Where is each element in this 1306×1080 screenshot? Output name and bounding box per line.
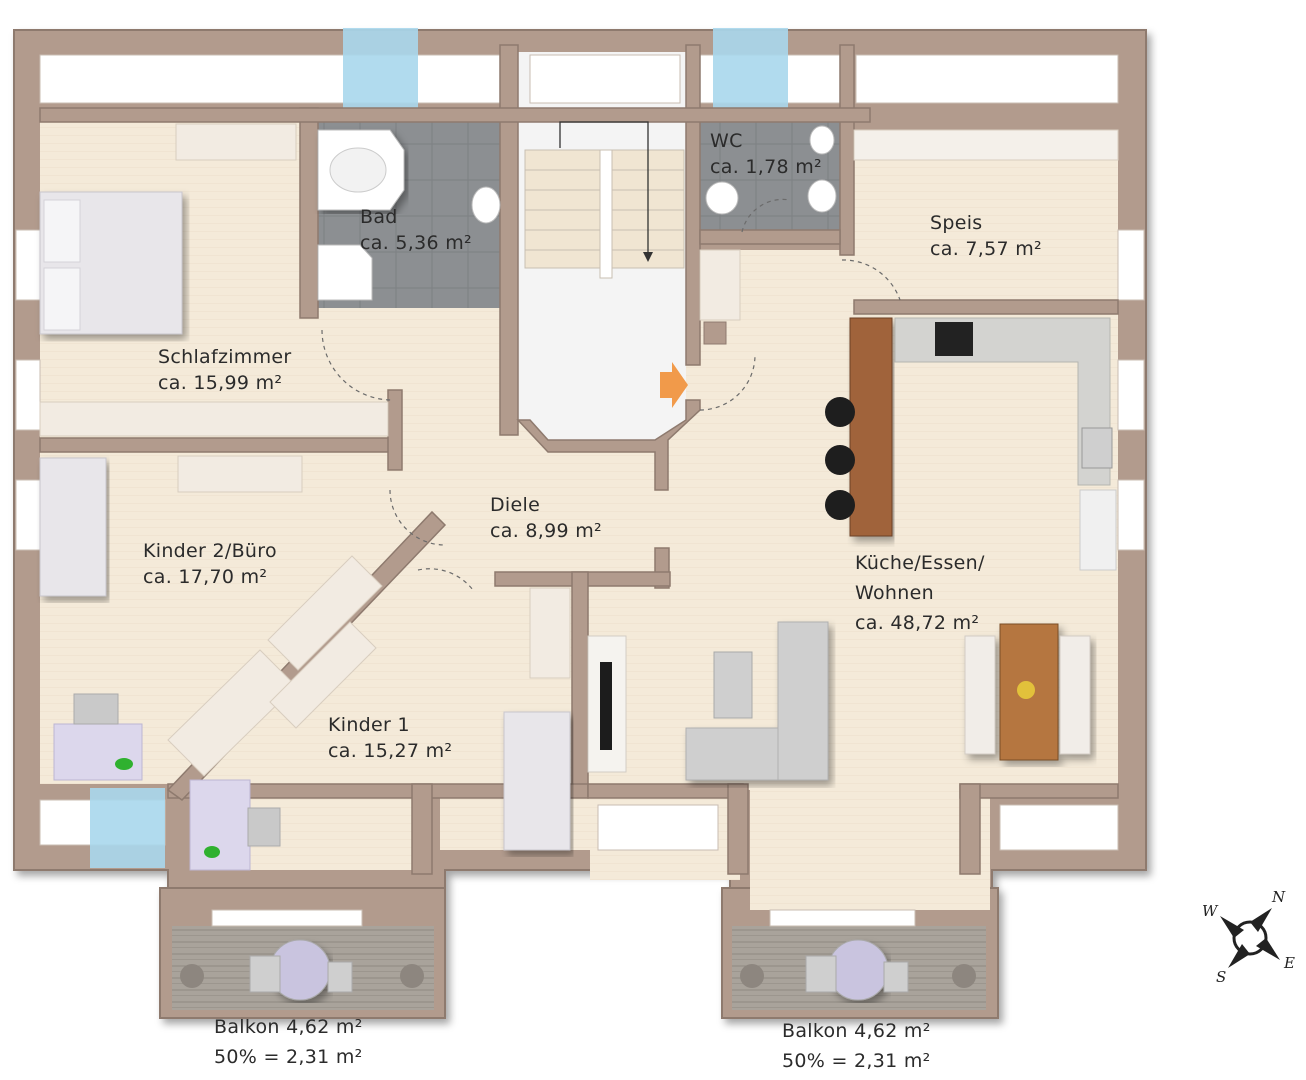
sideboard-bedroom	[175, 123, 297, 161]
chimney	[703, 321, 727, 345]
toilet-wc	[705, 181, 739, 215]
bed-kinder1	[503, 711, 571, 851]
balcony-share: 50% = 2,31 m²	[782, 1050, 931, 1072]
room-area: ca. 7,57 m²	[930, 238, 1042, 260]
room-area: ca. 17,70 m²	[143, 566, 268, 588]
room-name: WC	[710, 130, 743, 152]
chair-kinder2	[73, 693, 119, 725]
shelf-kinder1	[529, 587, 571, 679]
door-swings	[321, 198, 901, 591]
chair-kinder1	[247, 807, 281, 847]
room-area: ca. 5,36 m²	[360, 232, 472, 254]
room-name: Diele	[490, 494, 541, 516]
coffee-table	[713, 651, 753, 719]
balcony-left	[172, 909, 434, 1010]
balcony-right	[732, 909, 986, 1010]
balcony-name: Balkon 4,62 m²	[782, 1020, 931, 1042]
room-name: Kinder 2/Büro	[143, 540, 277, 562]
kitchen	[825, 317, 1117, 571]
washbasin-bad	[471, 186, 501, 224]
skylights	[90, 28, 788, 868]
desk-kinder2	[53, 723, 143, 781]
label-kueche: Küche/Essen/ Wohnen ca. 48,72 m²	[855, 548, 985, 638]
room-area: ca. 15,27 m²	[328, 740, 453, 762]
room-name: Speis	[930, 212, 983, 234]
compass-n: N	[1271, 888, 1286, 906]
compass-s: S	[1216, 968, 1226, 986]
label-balkon-left: Balkon 4,62 m² 50% = 2,31 m²	[214, 1012, 363, 1072]
label-diele: Diele ca. 8,99 m²	[490, 492, 602, 544]
dining-set	[964, 623, 1091, 761]
room-name: Bad	[360, 206, 398, 228]
cup-kinder1	[204, 846, 220, 858]
room-name: Schlafzimmer	[158, 346, 292, 368]
label-wc: WC ca. 1,78 m²	[710, 128, 822, 180]
compass-w: W	[1202, 902, 1219, 920]
bidet-wc	[809, 125, 835, 155]
room-area: ca. 8,99 m²	[490, 520, 602, 542]
shelf-speis	[853, 129, 1119, 161]
balcony-name: Balkon 4,62 m²	[214, 1016, 363, 1038]
bed-double	[39, 191, 183, 335]
washbasin-wc	[807, 179, 837, 213]
label-kinder2: Kinder 2/Büro ca. 17,70 m²	[143, 538, 277, 590]
room-area: ca. 1,78 m²	[710, 156, 822, 178]
stairs	[524, 121, 685, 279]
shower	[317, 244, 373, 301]
compass-rose: N E S W	[1202, 888, 1295, 986]
sideboard-kinder2	[177, 455, 303, 493]
balcony-share: 50% = 2,31 m²	[214, 1046, 363, 1068]
cabinet-hall	[699, 249, 741, 321]
diagonal-wardrobes	[167, 555, 383, 777]
bathtub	[317, 129, 405, 211]
cup-kinder2	[115, 758, 133, 770]
windows	[15, 54, 1145, 851]
room-name: Kinder 1	[328, 714, 410, 736]
compass-e: E	[1283, 954, 1295, 972]
desk-kinder1	[189, 779, 251, 871]
room-name-2: Wohnen	[855, 582, 934, 604]
wardrobe-bedroom	[39, 401, 389, 437]
room-area: ca. 15,99 m²	[158, 372, 283, 394]
entrance-arrow	[660, 362, 688, 408]
label-kinder1: Kinder 1 ca. 15,27 m²	[328, 712, 452, 764]
room-area: ca. 48,72 m²	[855, 612, 980, 634]
sofa	[685, 621, 829, 781]
label-balkon-right: Balkon 4,62 m² 50% = 2,31 m²	[782, 1016, 931, 1076]
bed-kinder2	[39, 457, 107, 597]
label-bad: Bad ca. 5,36 m²	[360, 204, 472, 256]
label-schlafzimmer: Schlafzimmer ca. 15,99 m²	[158, 344, 292, 396]
label-speis: Speis ca. 7,57 m²	[930, 210, 1042, 262]
tv	[600, 662, 612, 750]
room-name: Küche/Essen/	[855, 552, 985, 574]
